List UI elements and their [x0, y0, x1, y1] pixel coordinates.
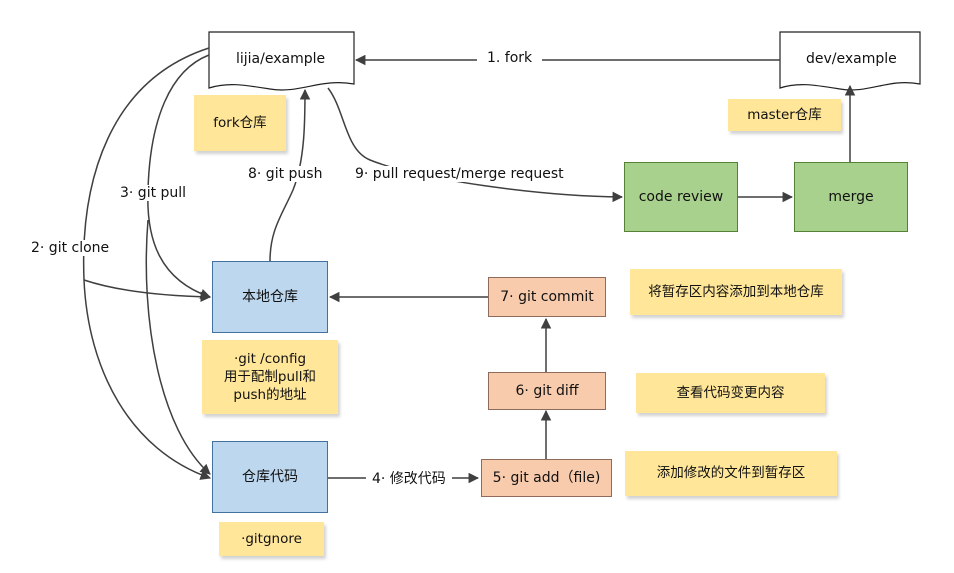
git-add-box: 5· git add（file) — [481, 459, 612, 497]
local-repo-box: 本地仓库 — [212, 261, 328, 333]
git-config-note-line3: push的地址 — [233, 387, 307, 404]
git-diff-box: 6· git diff — [488, 372, 606, 410]
upstream-repo-label: dev/example — [806, 51, 897, 67]
git-pull-label: 3· git pull — [117, 185, 190, 201]
pull-branch-working — [145, 219, 211, 475]
git-pull-arrow — [147, 54, 211, 299]
fork-label: 1. fork — [477, 50, 543, 66]
master-repo-note: master仓库 — [728, 99, 841, 131]
working-code-box: 仓库代码 — [212, 441, 328, 513]
fork-repo-shape — [208, 31, 355, 91]
code-review-box: code review — [624, 162, 738, 232]
diff-desc-note: 查看代码变更内容 — [636, 373, 825, 413]
merge-box: merge — [794, 162, 908, 232]
git-clone-arrow — [82, 47, 211, 480]
modify-label: 4· 修改代码 — [366, 468, 452, 488]
git-push-arrow — [269, 88, 311, 262]
clone-branch-local — [83, 279, 212, 303]
git-commit-box: 7· git commit — [488, 277, 606, 317]
fork-repo-label: lijia/example — [236, 51, 326, 67]
git-config-note-line2: 用于配制pull和 — [223, 368, 317, 385]
gitignore-note: ·gitgnore — [219, 522, 324, 556]
git-push-label: 8· git push — [245, 166, 326, 182]
upstream-repo-shape — [779, 31, 921, 91]
pull-request-label: 9· pull request/merge request — [352, 166, 567, 182]
git-clone-label: 2· git clone — [28, 240, 113, 256]
git-config-note: ·git /config 用于配制pull和 push的地址 — [202, 340, 338, 414]
git-config-note-line1: ·git /config — [233, 350, 307, 367]
add-desc-note: 添加修改的文件到暂存区 — [625, 451, 837, 496]
commit-desc-note: 将暂存区内容添加到本地仓库 — [630, 269, 842, 315]
fork-repo-note: fork仓库 — [194, 95, 286, 151]
